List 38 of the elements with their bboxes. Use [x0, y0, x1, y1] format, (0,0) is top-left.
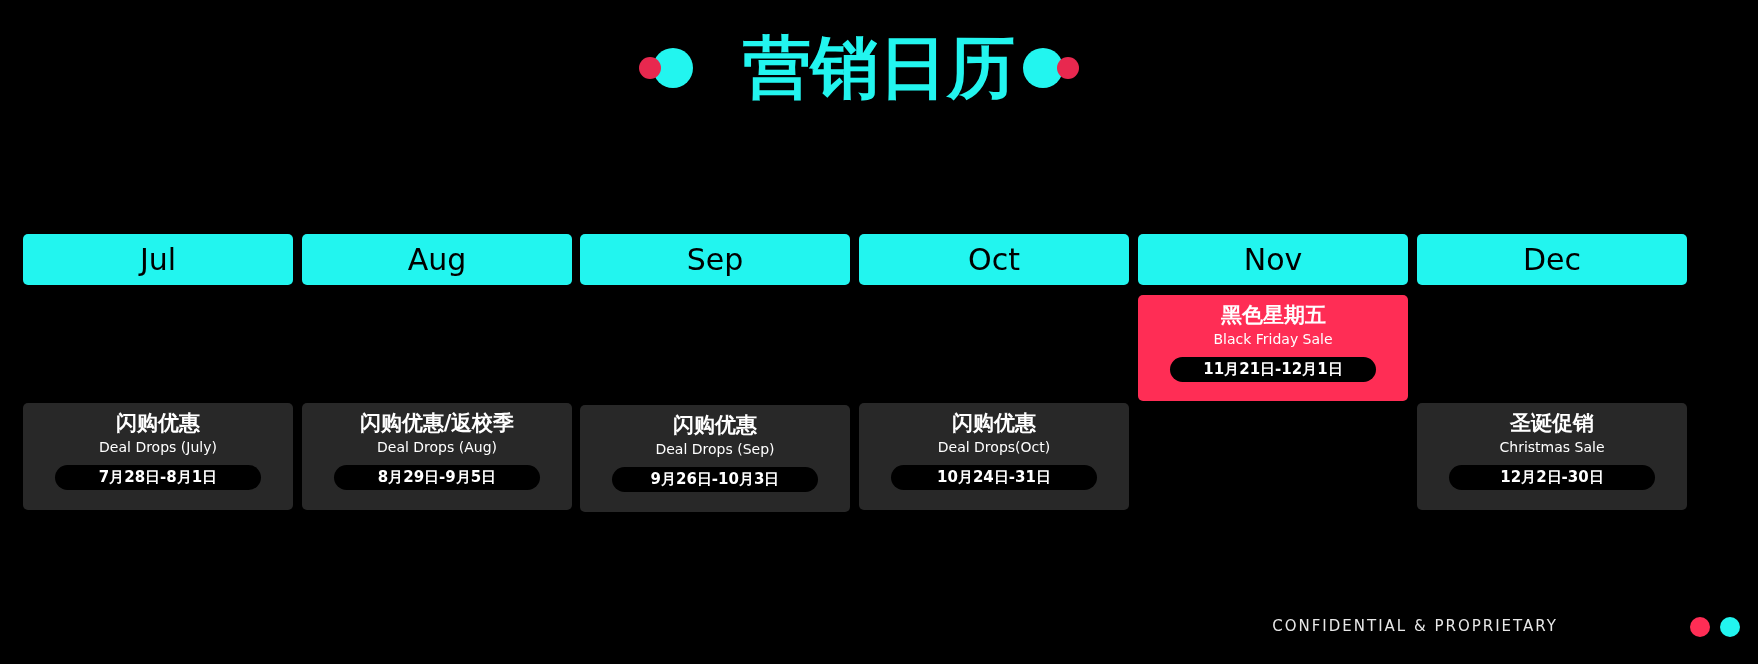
- event-card: [1138, 295, 1408, 401]
- month-header: [1417, 234, 1687, 285]
- event-subtitle: Deal Drops (Aug): [377, 438, 497, 457]
- month-label: Aug: [407, 242, 467, 277]
- event-card: [580, 405, 850, 512]
- month-header: [302, 234, 572, 285]
- date-pill: 12月2日-30日: [1449, 465, 1655, 490]
- month-header: [859, 234, 1129, 285]
- event-title: 闪购优惠/返校季: [359, 410, 515, 437]
- month-label: Sep: [686, 242, 744, 277]
- event-title: 闪购优惠: [952, 410, 1036, 437]
- month-label: Jul: [139, 242, 177, 277]
- event-subtitle: Christmas Sale: [1499, 438, 1605, 457]
- event-title: 闪购优惠: [673, 412, 757, 439]
- footer-note: CONFIDENTIAL & PROPRIETARY: [1272, 617, 1558, 635]
- event-subtitle: Black Friday Sale: [1213, 330, 1333, 349]
- event-title: 黑色星期五: [1220, 302, 1326, 329]
- event-card: [859, 403, 1129, 510]
- date-pill: 7月28日-8月1日: [55, 465, 261, 490]
- event-subtitle: Deal Drops (July): [99, 438, 217, 457]
- month-header: [23, 234, 293, 285]
- month-label: Dec: [1522, 242, 1582, 277]
- month-header: [1138, 234, 1408, 285]
- month-label: Nov: [1243, 242, 1303, 277]
- date-pill: 10月24日-31日: [891, 465, 1097, 490]
- date-pill: 11月21日-12月1日: [1170, 357, 1376, 382]
- event-subtitle: Deal Drops(Oct): [937, 438, 1051, 457]
- date-pill: 8月29日-9月5日: [334, 465, 540, 490]
- event-title: 圣诞促销: [1510, 410, 1594, 437]
- event-card: [23, 403, 293, 510]
- month-label: Oct: [968, 242, 1020, 277]
- event-subtitle: Deal Drops (Sep): [655, 440, 775, 459]
- title: 营销日历: [743, 28, 1015, 108]
- event-title: 闪购优惠: [116, 410, 200, 437]
- date-pill: 9月26日-10月3日: [612, 467, 818, 492]
- event-card: [302, 403, 572, 510]
- event-card: [1417, 403, 1687, 510]
- month-header: [580, 234, 850, 285]
